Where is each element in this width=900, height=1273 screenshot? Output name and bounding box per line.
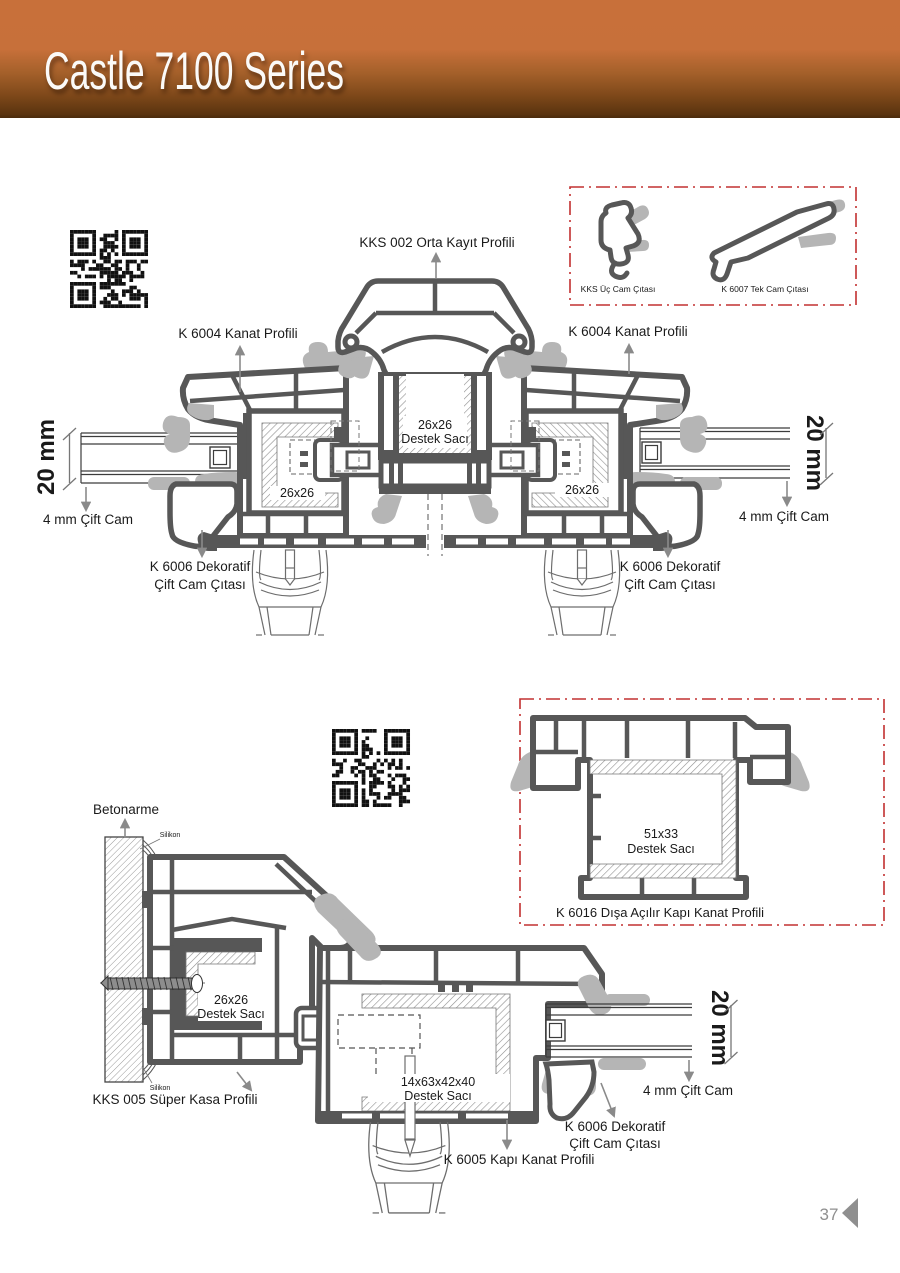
svg-text:K 6004 Kanat Profili: K 6004 Kanat Profili [178,326,297,341]
svg-text:KKS 002 Orta Kayıt Profili: KKS 002 Orta Kayıt Profili [359,235,514,250]
svg-text:K 6006 Dekoratif: K 6006 Dekoratif [150,559,251,574]
svg-text:Çift Cam Çıtası: Çift Cam Çıtası [154,577,246,592]
svg-text:26x26: 26x26 [280,486,314,500]
svg-text:KKS 005 Süper Kasa Profili: KKS 005 Süper Kasa Profili [92,1092,257,1107]
svg-text:14x63x42x40: 14x63x42x40 [401,1075,475,1089]
svg-text:Destek Sacı: Destek Sacı [627,842,694,856]
svg-text:Çift Cam Çıtası: Çift Cam Çıtası [569,1136,661,1151]
svg-text:26x26: 26x26 [565,483,599,497]
svg-text:20 mm: 20 mm [801,415,828,491]
svg-text:Çift Cam Çıtası: Çift Cam Çıtası [624,577,716,592]
svg-text:20 mm: 20 mm [706,990,733,1066]
svg-text:4 mm Çift Cam: 4 mm Çift Cam [43,512,133,527]
svg-text:20 mm: 20 mm [33,419,60,495]
svg-text:K 6006 Dekoratif: K 6006 Dekoratif [620,559,721,574]
svg-text:Destek Sacı: Destek Sacı [197,1007,264,1021]
svg-text:K 6016 Dışa Açılır Kapı Kanat: K 6016 Dışa Açılır Kapı Kanat Profili [556,905,764,920]
svg-text:37: 37 [820,1205,839,1224]
svg-text:4 mm Çift Cam: 4 mm Çift Cam [739,509,829,524]
svg-text:Betonarme: Betonarme [93,802,159,817]
svg-text:26x26: 26x26 [214,993,248,1007]
svg-text:KKS Üç Cam Çıtası: KKS Üç Cam Çıtası [581,284,656,294]
svg-text:K 6004 Kanat Profili: K 6004 Kanat Profili [568,324,687,339]
svg-text:Silikon: Silikon [150,1085,171,1092]
svg-text:K 6007 Tek Cam Çıtası: K 6007 Tek Cam Çıtası [721,284,808,294]
svg-text:Destek Sacı: Destek Sacı [404,1089,471,1103]
svg-text:51x33: 51x33 [644,827,678,841]
svg-text:26x26: 26x26 [418,418,452,432]
svg-text:4 mm Çift Cam: 4 mm Çift Cam [643,1083,733,1098]
svg-text:K 6006 Dekoratif: K 6006 Dekoratif [565,1119,666,1134]
svg-text:K 6005 Kapı Kanat Profili: K 6005 Kapı Kanat Profili [444,1152,595,1167]
svg-text:Destek Sacı: Destek Sacı [401,432,468,446]
svg-text:Silikon: Silikon [160,832,181,839]
